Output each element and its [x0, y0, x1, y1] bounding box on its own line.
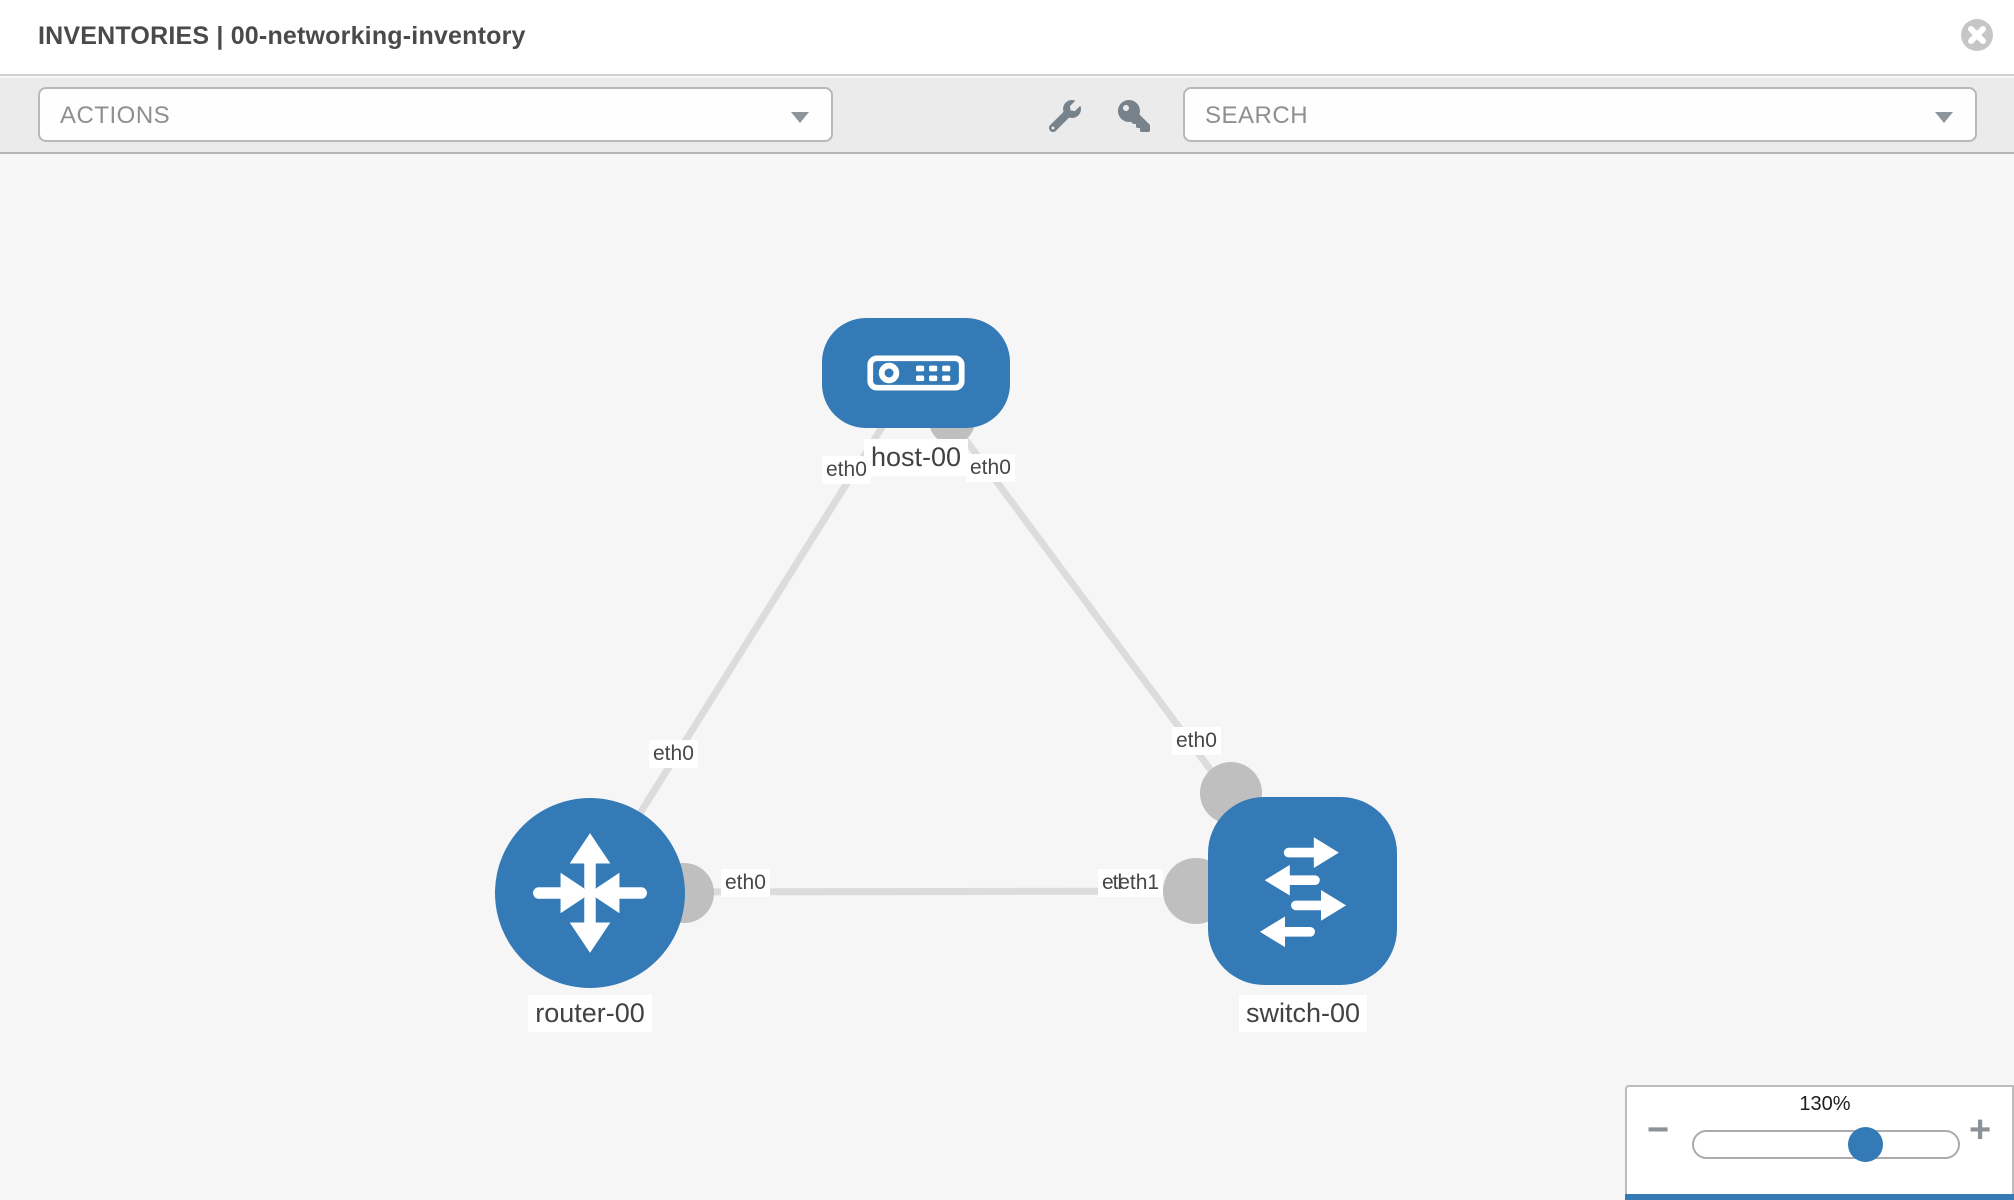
- router-icon: [533, 833, 647, 953]
- interface-label-router-to-switch: eth0: [721, 869, 770, 898]
- interface-label-overlap-fragment: etl: [1102, 871, 1122, 894]
- interface-label-host-to-router: eth0: [822, 456, 871, 485]
- interface-label-switch-to-host: eth0: [1172, 727, 1221, 756]
- topology-canvas[interactable]: host-00 router-00 switch-00 eth0 eth0 et…: [0, 154, 2014, 1200]
- bottom-accent-bar: [1625, 1194, 2014, 1200]
- interface-label-switch-to-router: etleth1: [1098, 869, 1164, 898]
- toolbar: ACTIONS SEARCH: [0, 78, 2014, 154]
- chevron-down-icon: [791, 112, 809, 123]
- zoom-control-panel: 130% − +: [1625, 1085, 2014, 1200]
- page-title: INVENTORIES | 00-networking-inventory: [38, 22, 526, 50]
- search-dropdown-label: SEARCH: [1205, 102, 1309, 129]
- node-switch-00[interactable]: [1208, 797, 1397, 985]
- node-label-switch: switch-00: [1238, 995, 1368, 1033]
- chevron-down-icon: [1935, 112, 1953, 123]
- breadcrumb-header: INVENTORIES | 00-networking-inventory: [0, 0, 2014, 76]
- interface-label-host-to-switch: eth0: [966, 454, 1015, 483]
- key-icon[interactable]: [1118, 100, 1150, 132]
- search-dropdown[interactable]: SEARCH: [1183, 87, 1977, 142]
- host-icon: [867, 355, 965, 391]
- node-label-router: router-00: [528, 995, 652, 1033]
- node-host-00[interactable]: [822, 318, 1010, 428]
- topology-links-layer: [587, 370, 1305, 924]
- close-icon[interactable]: [1960, 18, 1994, 52]
- zoom-in-button[interactable]: +: [1969, 1109, 1992, 1151]
- switch-icon: [1259, 837, 1346, 948]
- node-label-host: host-00: [863, 439, 969, 477]
- actions-dropdown[interactable]: ACTIONS: [38, 87, 833, 142]
- interface-label-switch-eth1: eth1: [1118, 871, 1160, 894]
- actions-dropdown-label: ACTIONS: [60, 102, 171, 129]
- wrench-icon[interactable]: [1049, 100, 1081, 132]
- node-router-00[interactable]: [495, 798, 685, 988]
- interface-label-router-to-host: eth0: [649, 740, 698, 769]
- zoom-out-button[interactable]: −: [1647, 1109, 1670, 1151]
- zoom-slider-handle[interactable]: [1848, 1127, 1883, 1162]
- zoom-slider-track[interactable]: [1692, 1130, 1960, 1159]
- zoom-level-label: 130%: [1799, 1093, 1851, 1115]
